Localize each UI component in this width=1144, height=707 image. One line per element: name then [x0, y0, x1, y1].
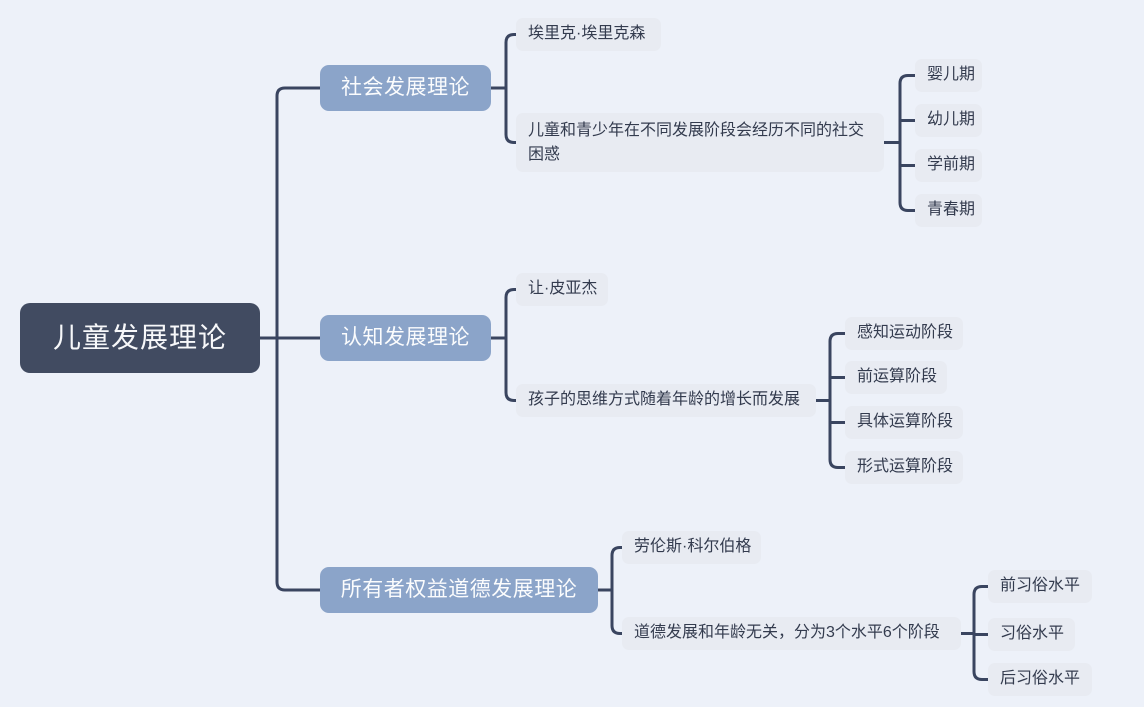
node-sensorimotor-stage[interactable]: 感知运动阶段 — [845, 317, 963, 350]
connector-social-leaves — [898, 74, 917, 212]
node-concrete-operational-stage[interactable]: 具体运算阶段 — [845, 406, 963, 439]
node-preoperational-stage[interactable]: 前运算阶段 — [845, 361, 947, 394]
connector-branch2-children — [504, 288, 518, 402]
node-toddlerhood[interactable]: 幼儿期 — [915, 104, 982, 137]
node-postconventional-level[interactable]: 后习俗水平 — [988, 663, 1092, 696]
node-moral-levels-description[interactable]: 道德发展和年龄无关，分为3个水平6个阶段 — [622, 617, 961, 650]
node-social-confusion-description[interactable]: 儿童和青少年在不同发展阶段会经历不同的社交困惑 — [516, 113, 884, 172]
node-erikson[interactable]: 埃里克·埃里克森 — [516, 18, 661, 51]
node-moral-development-theory[interactable]: 所有者权益道德发展理论 — [320, 567, 598, 613]
connector-root-trunk — [275, 86, 322, 592]
node-preconventional-level[interactable]: 前习俗水平 — [988, 570, 1092, 603]
connector-branch3-children — [610, 546, 624, 635]
node-preschool[interactable]: 学前期 — [915, 149, 982, 182]
node-social-development-theory[interactable]: 社会发展理论 — [320, 65, 491, 111]
node-piaget[interactable]: 让·皮亚杰 — [516, 273, 608, 306]
node-conventional-level[interactable]: 习俗水平 — [988, 618, 1075, 651]
node-thinking-develops-description[interactable]: 孩子的思维方式随着年龄的增长而发展 — [516, 384, 816, 417]
node-formal-operational-stage[interactable]: 形式运算阶段 — [845, 451, 963, 484]
node-infancy[interactable]: 婴儿期 — [915, 59, 982, 92]
node-cognitive-development-theory[interactable]: 认知发展理论 — [320, 315, 491, 361]
node-adolescence[interactable]: 青春期 — [915, 194, 982, 227]
connector-cognitive-leaves — [828, 332, 847, 469]
root-node[interactable]: 儿童发展理论 — [20, 303, 260, 373]
node-kohlberg[interactable]: 劳伦斯·科尔伯格 — [622, 531, 761, 564]
connector-branch1-children — [504, 33, 518, 144]
